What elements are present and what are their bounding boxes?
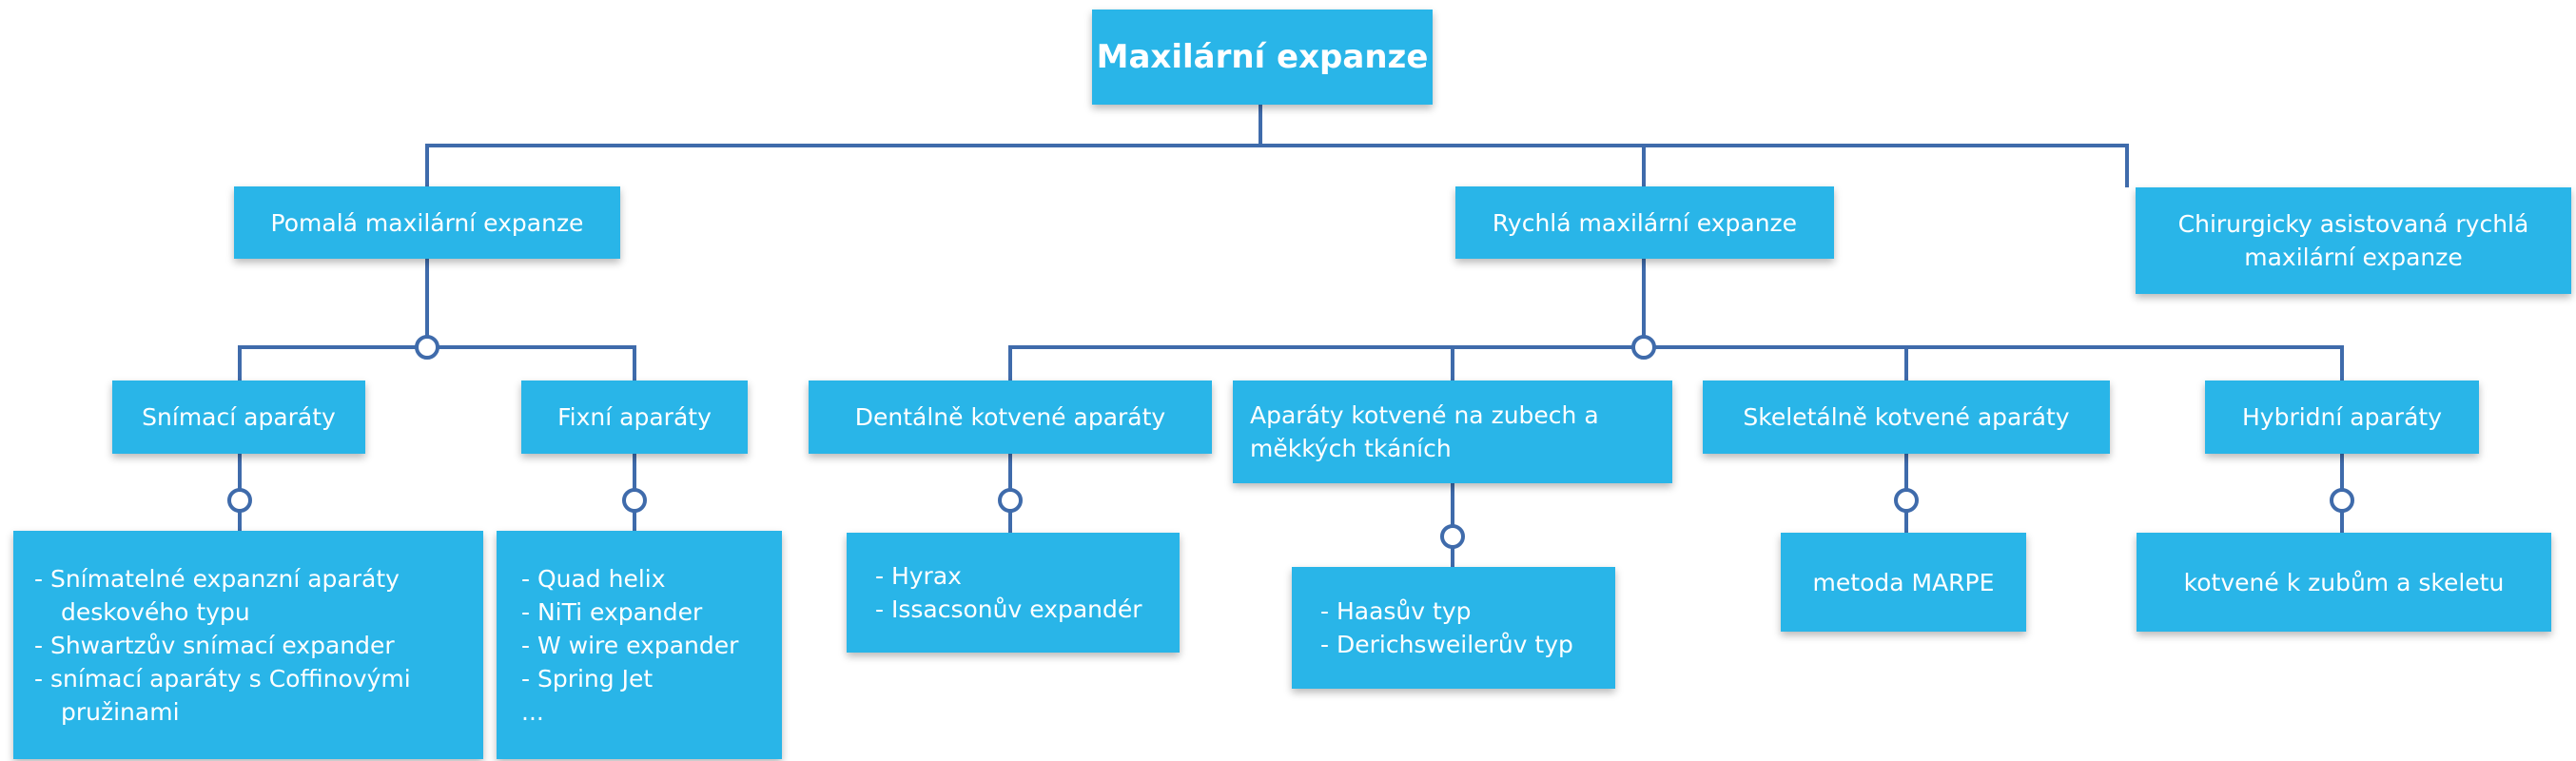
dental-list: - Hyrax - Issacsonův expandér [875,559,1142,626]
node-dental-list: - Hyrax - Issacsonův expandér [847,533,1180,653]
node-hybrid-appliances: Hybridní aparáty [2205,380,2479,454]
node-tooth-soft-anchored-label: Aparáty kotvené na zubech a měkkých tkán… [1250,401,1599,462]
node-surgical-expansion: Chirurgicky asistovaná rychlá maxilární … [2136,187,2571,294]
list-item-text: - Shwartzův snímací expander [34,631,395,659]
node-hybrid-anchorage: kotvené k zubům a skeletu [2137,533,2551,632]
list-item: - Spring Jet [521,662,738,695]
node-fixed-appliances-label: Fixní aparáty [557,403,712,431]
node-dental-anchored: Dentálně kotvené aparáty [809,380,1212,454]
list-item: - Issacsonův expandér [875,593,1142,626]
junction-removable [227,488,252,513]
node-marpe-label: metoda MARPE [1812,568,1995,596]
list-item-text: - Snímatelné expanzní aparáty [34,564,400,593]
root-label: Maxilární expanze [1096,37,1429,76]
list-item: - snímací aparáty s Coffinovými pružinam… [34,662,411,729]
list-item-text: - snímací aparáty s Coffinovými [34,664,411,693]
node-tooth-soft-anchored: Aparáty kotvené na zubech a měkkých tkán… [1233,380,1672,483]
node-removable-appliances-label: Snímací aparáty [142,403,336,431]
node-surgical-expansion-label: Chirurgicky asistovaná rychlá maxilární … [2177,210,2529,271]
list-item: - Shwartzův snímací expander [34,629,411,662]
tooth-soft-list: - Haasův typ - Derichsweilerův typ [1320,595,1573,661]
node-tooth-soft-list: - Haasův typ - Derichsweilerův typ [1292,567,1615,689]
list-item-continuation: deskového typu [61,597,250,626]
node-fixed-list: - Quad helix - NiTi expander - W wire ex… [497,531,782,759]
junction-slow [415,335,439,360]
list-item-text: - Quad helix [521,564,666,593]
node-hybrid-appliances-label: Hybridní aparáty [2242,403,2442,431]
list-item-text: - NiTi expander [521,597,703,626]
list-item-text: - Derichsweilerův typ [1320,631,1573,658]
node-skeletal-anchored-label: Skeletálně kotvené aparáty [1743,403,2070,431]
node-removable-appliances: Snímací aparáty [112,380,365,454]
list-item-continuation: pružinami [61,697,180,726]
root-node: Maxilární expanze [1092,10,1433,105]
list-item-text: - Spring Jet [521,664,654,693]
list-item: ... [521,695,738,729]
node-slow-expansion-label: Pomalá maxilární expanze [270,208,584,237]
list-item: - Haasův typ [1320,595,1573,628]
list-item-text: - Issacsonův expandér [875,595,1142,623]
node-removable-list: - Snímatelné expanzní aparáty deskového … [13,531,483,759]
fixed-list: - Quad helix - NiTi expander - W wire ex… [521,562,738,729]
list-item-text: - Haasův typ [1320,597,1472,625]
list-item-text: - W wire expander [521,631,739,659]
junction-skeletal [1894,488,1919,513]
list-item: - NiTi expander [521,595,738,629]
list-item: - Hyrax [875,559,1142,593]
list-item: - Snímatelné expanzní aparáty deskového … [34,562,411,629]
node-rapid-expansion-label: Rychlá maxilární expanze [1492,208,1798,237]
node-skeletal-anchored: Skeletálně kotvené aparáty [1703,380,2110,454]
node-dental-anchored-label: Dentálně kotvené aparáty [854,403,1166,431]
node-slow-expansion: Pomalá maxilární expanze [234,186,620,259]
node-rapid-expansion: Rychlá maxilární expanze [1455,186,1834,259]
node-marpe: metoda MARPE [1781,533,2026,632]
junction-dental [998,488,1023,513]
list-item-text: - Hyrax [875,562,962,590]
list-item: - Derichsweilerův typ [1320,628,1573,661]
node-hybrid-anchorage-label: kotvené k zubům a skeletu [2183,568,2505,596]
junction-rapid [1631,335,1656,360]
list-item-text: ... [521,697,544,726]
node-fixed-appliances: Fixní aparáty [521,380,748,454]
junction-fixed [622,488,647,513]
junction-tooth-soft [1440,524,1465,549]
junction-hybrid [2330,488,2354,513]
removable-list: - Snímatelné expanzní aparáty deskového … [34,562,411,729]
list-item: - W wire expander [521,629,738,662]
list-item: - Quad helix [521,562,738,595]
